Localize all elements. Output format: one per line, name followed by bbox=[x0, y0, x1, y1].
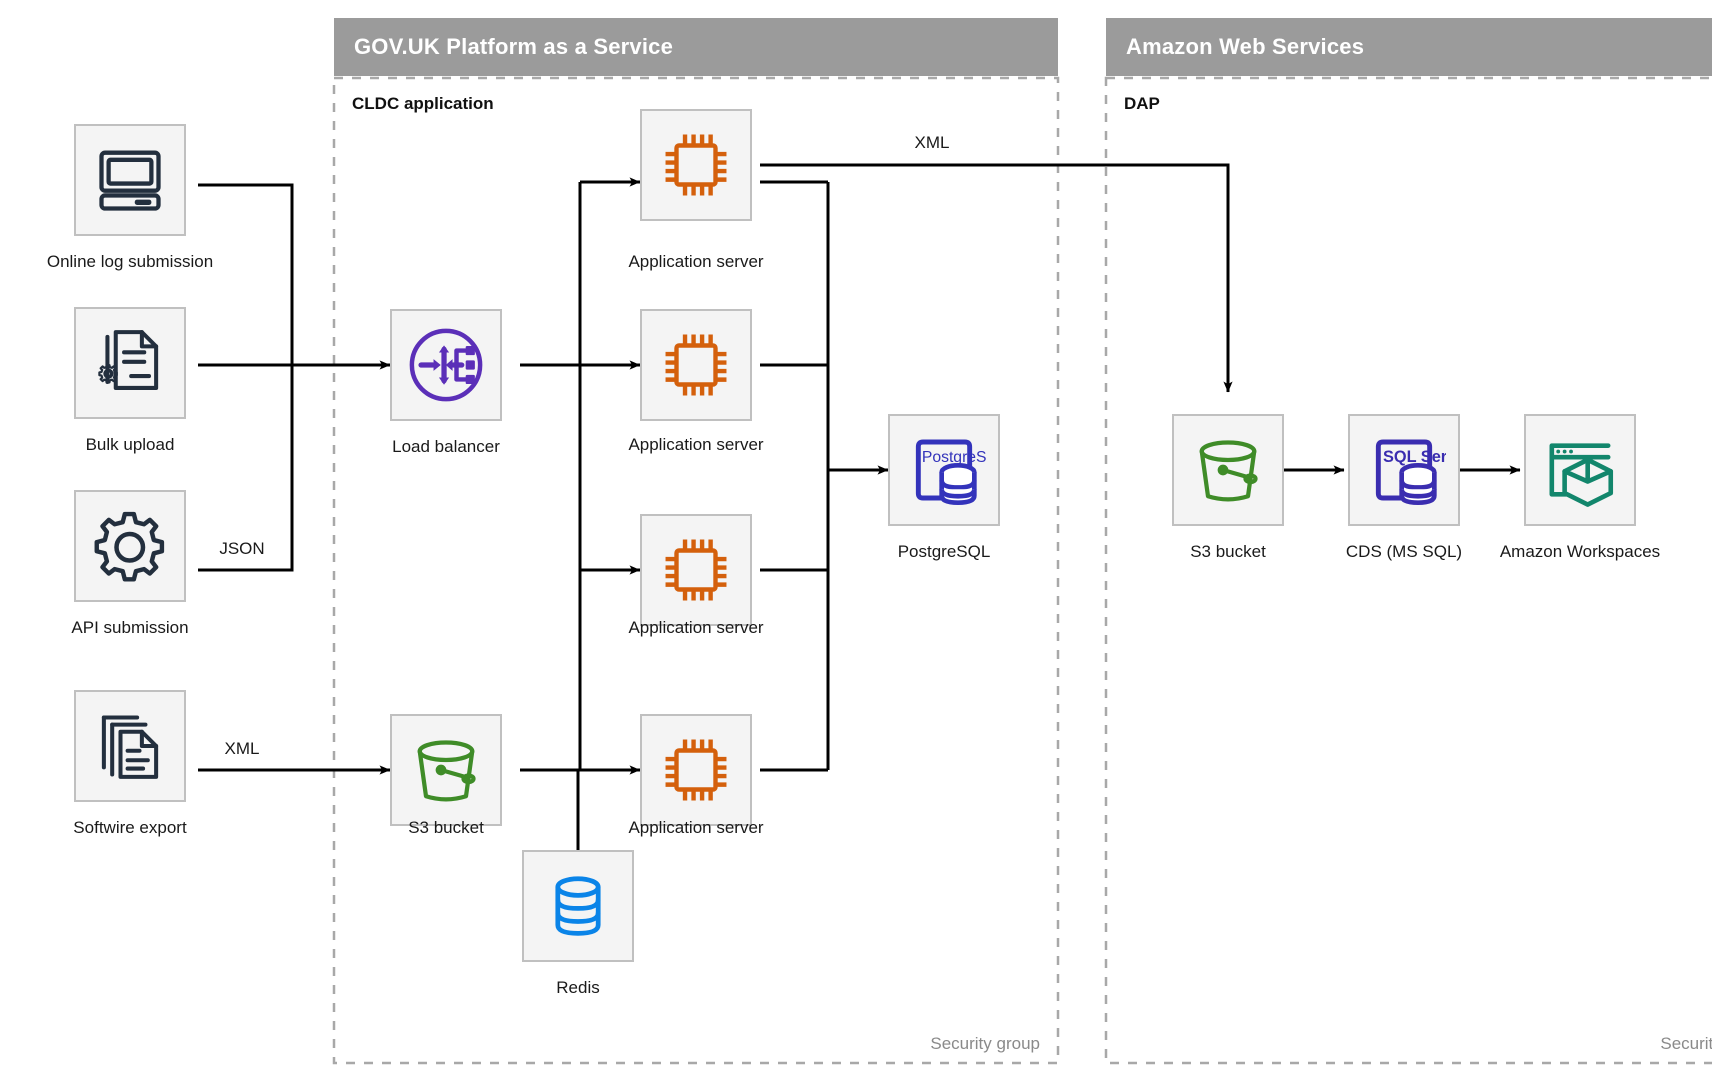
node-label-cds-ms-sql: CDS (MS SQL) bbox=[1345, 542, 1463, 561]
edge-label-json: JSON bbox=[213, 539, 271, 559]
cpu-chip-icon bbox=[657, 531, 735, 609]
sql-server-icon-text: SQL Server bbox=[1383, 448, 1446, 466]
node-amazon-workspaces[interactable] bbox=[1524, 414, 1636, 526]
zone-header-paas: GOV.UK Platform as a Service bbox=[334, 18, 1058, 76]
node-online-log-submission[interactable] bbox=[74, 124, 186, 236]
node-redis[interactable] bbox=[522, 850, 634, 962]
edge-label-xml-to-s3: XML bbox=[908, 133, 956, 153]
node-label-amazon-workspaces: Amazon Workspaces bbox=[1499, 542, 1661, 561]
connector-group bbox=[198, 163, 1521, 905]
node-label-application-server-1: Application server bbox=[628, 252, 764, 271]
postgresql-icon-text: PostgreSQL bbox=[922, 449, 986, 466]
node-label-load-balancer: Load balancer bbox=[392, 437, 500, 456]
node-label-postgresql: PostgreSQL bbox=[897, 542, 991, 561]
edge-app1-to-s3-aws-xml bbox=[760, 163, 1233, 393]
node-load-balancer[interactable] bbox=[390, 309, 502, 421]
security-group-label-paas: Security group bbox=[930, 1034, 1040, 1053]
node-label-api-submission: API submission bbox=[71, 618, 189, 637]
postgresql-icon: PostgreSQL bbox=[902, 428, 986, 512]
node-label-softwire-export: Softwire export bbox=[73, 818, 187, 837]
node-s3-bucket-paas[interactable] bbox=[390, 714, 502, 826]
amazon-workspaces-icon bbox=[1539, 429, 1621, 511]
s3-bucket-icon bbox=[1188, 430, 1268, 510]
edge-api-submission-to-bus bbox=[198, 365, 294, 572]
zone-header-aws: Amazon Web Services bbox=[1106, 18, 1712, 76]
node-label-application-server-3: Application server bbox=[628, 618, 764, 637]
node-api-submission[interactable] bbox=[74, 490, 186, 602]
cpu-chip-icon bbox=[657, 126, 735, 204]
security-group-label-aws: Security group bbox=[1660, 1034, 1712, 1053]
zone-title-paas: GOV.UK Platform as a Service bbox=[354, 34, 674, 59]
edge-label-xml-softwire: XML bbox=[218, 739, 266, 759]
node-label-application-server-4: Application server bbox=[628, 818, 764, 837]
node-label-s3-bucket-aws: S3 bucket bbox=[1190, 542, 1266, 561]
desktop-computer-icon bbox=[92, 142, 168, 218]
node-label-redis: Redis bbox=[556, 978, 600, 997]
node-label-application-server-2: Application server bbox=[628, 435, 764, 454]
security-group-boundary-aws bbox=[1104, 76, 1712, 1065]
s3-bucket-icon bbox=[406, 730, 486, 810]
node-postgresql[interactable]: PostgreSQL bbox=[888, 414, 1000, 526]
node-label-bulk-upload: Bulk upload bbox=[85, 435, 175, 454]
load-balancer-icon bbox=[404, 323, 488, 407]
node-softwire-export[interactable] bbox=[74, 690, 186, 802]
node-cds-ms-sql[interactable]: SQL Server bbox=[1348, 414, 1460, 526]
edge-online-log-to-bus bbox=[198, 183, 294, 365]
node-label-online-log-submission: Online log submission bbox=[46, 252, 214, 271]
document-gear-icon bbox=[92, 325, 168, 401]
node-label-s3-bucket-paas: S3 bucket bbox=[408, 818, 484, 837]
redis-database-icon bbox=[540, 868, 616, 944]
zone-subtitle-dap: DAP bbox=[1124, 94, 1160, 113]
node-s3-bucket-aws[interactable] bbox=[1172, 414, 1284, 526]
node-application-server-2[interactable] bbox=[640, 309, 752, 421]
node-application-server-4[interactable] bbox=[640, 714, 752, 826]
node-application-server-1[interactable] bbox=[640, 109, 752, 221]
zone-subtitle-cldc: CLDC application bbox=[352, 94, 494, 113]
sql-server-icon: SQL Server bbox=[1362, 428, 1446, 512]
zone-title-aws: Amazon Web Services bbox=[1126, 34, 1365, 59]
gear-icon bbox=[90, 506, 170, 586]
cpu-chip-icon bbox=[657, 326, 735, 404]
security-group-boundary-paas bbox=[332, 76, 1060, 1065]
node-bulk-upload[interactable] bbox=[74, 307, 186, 419]
cpu-chip-icon bbox=[657, 731, 735, 809]
node-application-server-3[interactable] bbox=[640, 514, 752, 626]
documents-stack-icon bbox=[92, 708, 168, 784]
